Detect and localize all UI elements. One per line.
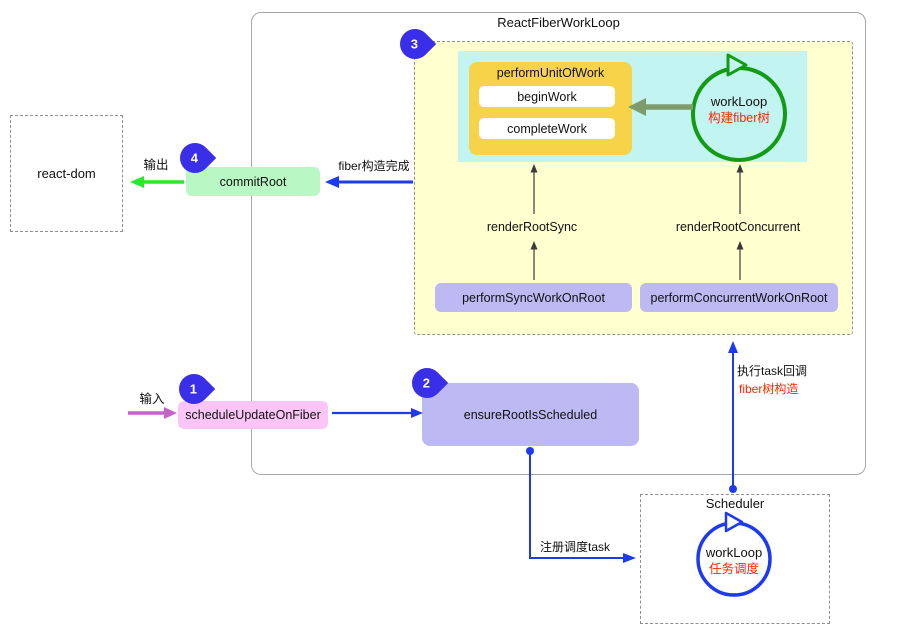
register-task-label: 注册调度task <box>540 540 611 554</box>
perform-concurrent-work-on-root-label: performConcurrentWorkOnRoot <box>650 290 828 305</box>
complete-work-label: completeWork <box>507 121 587 136</box>
scheduler-workloop-label: workLoop <box>705 545 763 560</box>
fiber-build-label: fiber树构造 <box>739 382 799 396</box>
commit-root-label: commitRoot <box>219 174 287 189</box>
perform-unit-of-work-label: performUnitOfWork <box>496 66 605 80</box>
input-label: 输入 <box>139 392 165 406</box>
perform-concurrent-work-on-root-node: performConcurrentWorkOnRoot <box>640 283 838 312</box>
fiber-workloop-note: 构建fiber树 <box>708 111 770 125</box>
complete-work-node: completeWork <box>479 118 615 139</box>
render-root-concurrent-label: renderRootConcurrent <box>675 220 801 234</box>
schedule-update-on-fiber-label: scheduleUpdateOnFiber <box>185 408 321 422</box>
perform-sync-work-on-root-node: performSyncWorkOnRoot <box>435 283 632 312</box>
schedule-update-on-fiber-node: scheduleUpdateOnFiber <box>178 401 328 429</box>
begin-work-label: beginWork <box>517 89 577 104</box>
perform-unit-of-work-box: performUnitOfWork <box>469 62 632 155</box>
badge-1-number: 1 <box>190 381 198 397</box>
ensure-root-is-scheduled-node: ensureRootIsScheduled <box>422 383 639 446</box>
fiber-workloop-label: workLoop <box>710 94 768 109</box>
badge-3-number: 3 <box>411 36 419 52</box>
output-label: 输出 <box>143 158 169 172</box>
input-arrow <box>128 407 177 419</box>
commit-root-node: commitRoot <box>186 167 320 196</box>
perform-sync-work-on-root-label: performSyncWorkOnRoot <box>462 290 605 305</box>
outer-box-title: ReactFiberWorkLoop <box>497 15 620 30</box>
output-arrow <box>130 176 184 188</box>
render-root-sync-label: renderRootSync <box>486 220 578 234</box>
badge-2-number: 2 <box>423 375 431 391</box>
ensure-root-is-scheduled-label: ensureRootIsScheduled <box>463 407 598 422</box>
badge-4-number: 4 <box>191 150 199 166</box>
scheduler-workloop-text: workLoop 任务调度 <box>674 545 794 577</box>
exec-task-label: 执行task回调 <box>737 364 808 378</box>
react-dom-box: react-dom <box>10 115 123 232</box>
scheduler-title: Scheduler <box>705 496 765 511</box>
fiber-workloop-text: workLoop 构建fiber树 <box>679 94 799 126</box>
scheduler-workloop-note: 任务调度 <box>708 562 759 576</box>
react-dom-label: react-dom <box>37 166 96 181</box>
fiber-done-label: fiber构造完成 <box>338 159 410 173</box>
begin-work-node: beginWork <box>479 86 615 107</box>
